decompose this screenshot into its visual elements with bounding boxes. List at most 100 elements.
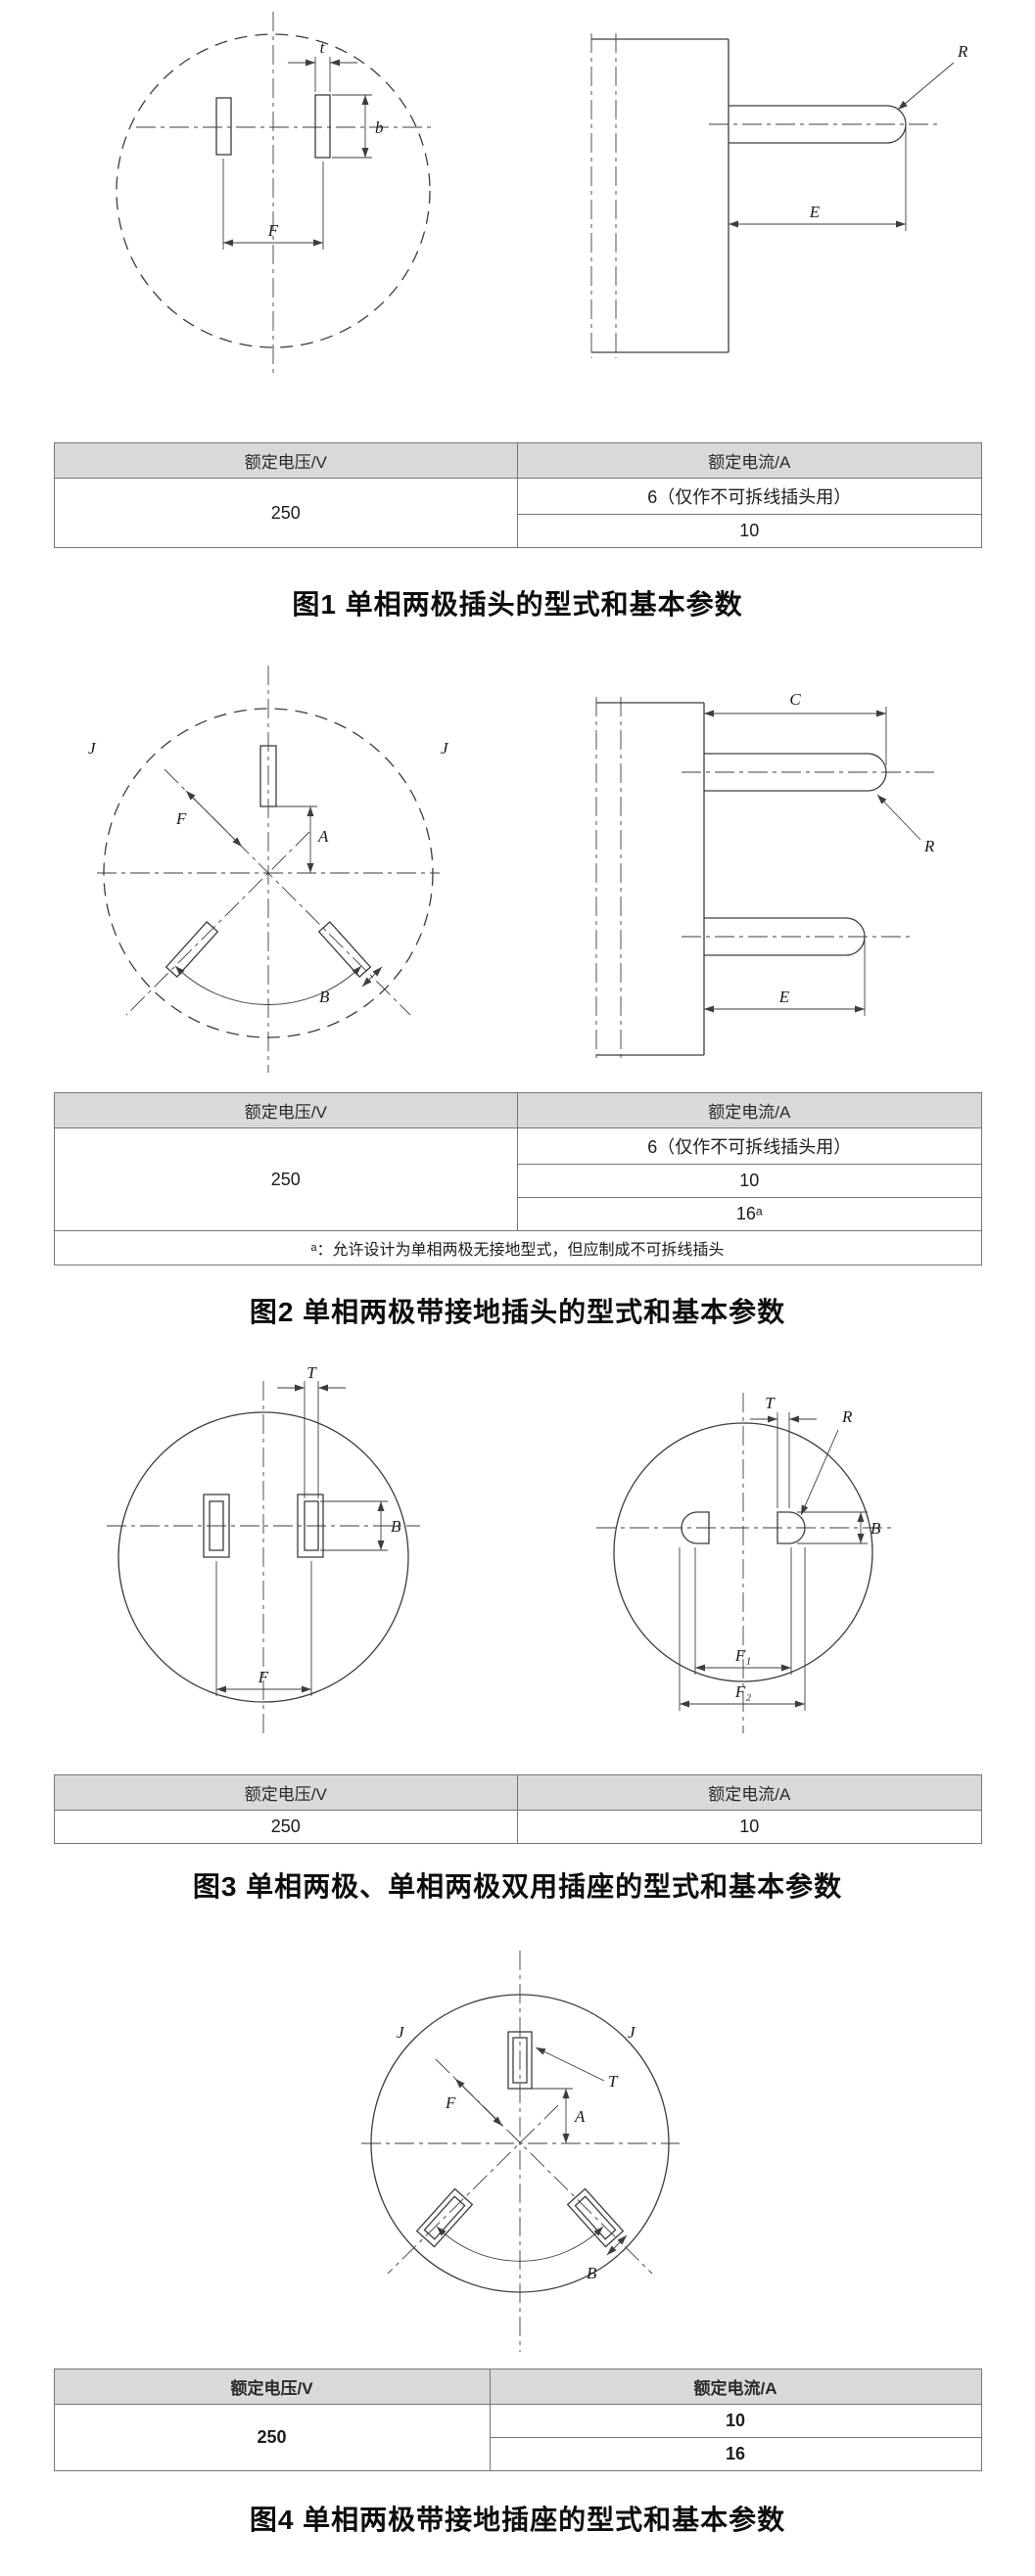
figure-4-section: A T F B J J 额定电压/V 额定电流/A [0,1936,1035,2538]
centerlines [135,12,435,377]
label-J-left: J [88,739,97,758]
figure-2-section: A F B J J [0,656,1035,1330]
label-R: R [841,1407,853,1426]
label-B: B [391,1517,401,1536]
dim-F [215,1561,311,1696]
fig2-current-row-3: 16ᵃ [517,1197,982,1231]
label-F: F [445,2093,456,2112]
figure-3-section: T B F [0,1352,1035,1905]
fig1-current-row-2: 10 [517,514,982,548]
centerlines [96,666,440,1073]
figure-4-table: 额定电压/V 额定电流/A 250 10 16 [53,2369,982,2471]
label-F2: F₂ [733,1682,750,1701]
fig4-current-row-1: 10 [489,2404,982,2438]
label-T: T [608,2072,619,2091]
fig4-voltage-value: 250 [53,2404,491,2471]
hole-left-combined [680,1511,710,1544]
label-t: t [319,38,325,57]
dim-F [185,790,242,848]
dim-C [703,707,886,765]
earth-slot [506,2031,533,2090]
figure-1-caption: 图1 单相两极插头的型式和基本参数 [292,589,743,620]
figure-3-drawings: T B F [0,1352,1035,1763]
fig4-current-header: 额定电流/A [489,2369,982,2405]
dim-A [531,2088,573,2143]
pin-left [214,97,232,156]
leader-R [876,794,920,841]
slot-left [202,1494,230,1558]
fig3-current-header: 额定电流/A [517,1774,982,1811]
socket-face-circle [117,1411,409,1703]
dim-F [222,159,323,250]
label-T: T [306,1363,317,1382]
figure-4-caption: 图4 单相两极带接地插座的型式和基本参数 [249,2505,786,2535]
dim-F [454,2078,502,2127]
angle-arc [174,965,361,1005]
fig3-dual-socket-drawing: T R B F₁ [595,1393,895,1733]
figure-1-section: t b F [0,0,1035,622]
fig1-side-view-drawing: R E [590,33,968,358]
socket-face-circle [612,1422,873,1682]
pole-pin-side [681,917,915,956]
label-B: B [870,1519,881,1538]
fig1-voltage-header: 额定电压/V [53,442,518,479]
plug-body [595,697,705,1061]
pin-side [708,105,939,144]
label-J-right: J [441,739,449,758]
fig3-current-row-1: 10 [517,1810,982,1844]
label-E: E [777,988,789,1006]
leader-R [800,1429,838,1516]
fig4-socket-drawing: A T F B J J [360,1951,680,2352]
slot-right [296,1494,324,1558]
fig1-current-row-1: 6（仅作不可拆线插头用） [517,478,982,515]
hole-right-combined [776,1511,806,1544]
plug-face-circle [115,33,431,348]
fig4-voltage-header: 额定电压/V [53,2369,491,2405]
dim-A [275,805,317,873]
label-C: C [789,690,801,709]
pin-right [317,921,371,978]
dim-F2 [679,1547,805,1711]
figure-2-table: 额定电压/V 额定电流/A 250 6（仅作不可拆线插头用） 10 16ᵃ ᵃ：… [53,1092,982,1265]
fig2-side-view-drawing: C R E [595,690,935,1061]
angle-arc [436,2226,603,2262]
leader-R [897,62,954,111]
fig3-socket-drawing: T B F [106,1363,420,1738]
dim-b [331,94,372,159]
label-B: B [587,2264,597,2282]
leader-T [535,2047,604,2082]
pin-right [313,94,331,159]
label-F: F [266,221,278,240]
earth-pin [259,745,277,807]
dim-T [749,1412,817,1508]
dim-B [319,1500,388,1551]
label-J-left: J [397,2023,405,2042]
label-R: R [957,42,968,61]
dim-B [606,2234,627,2256]
plug-body [590,33,729,358]
label-b: b [375,118,384,137]
fig1-voltage-value: 250 [53,478,518,548]
fig1-front-view-drawing: t b F [115,12,435,377]
fig2-table-footnote: ᵃ：允许设计为单相两极无接地型式，但应制成不可拆线插头 [53,1230,982,1265]
figure-1-drawings: t b F [0,0,1035,391]
label-R: R [923,837,935,855]
centerlines [595,1393,895,1733]
dim-E [703,940,865,1016]
dim-T [276,1381,346,1498]
fig1-current-header: 额定电流/A [517,442,982,479]
fig3-voltage-value: 250 [53,1810,518,1844]
label-F1: F₁ [733,1646,750,1665]
fig2-current-row-1: 6（仅作不可拆线插头用） [517,1127,982,1165]
fig2-front-view-drawing: A F B J J [88,666,449,1073]
fig2-current-row-2: 10 [517,1164,982,1198]
fig3-voltage-header: 额定电压/V [53,1774,518,1811]
dim-B [796,1511,868,1544]
label-E: E [808,203,820,221]
label-F: F [175,809,187,828]
centerlines [106,1381,420,1738]
label-T: T [765,1394,776,1412]
fig2-voltage-header: 额定电压/V [53,1092,518,1128]
label-B: B [319,988,330,1006]
dim-B [361,966,382,988]
